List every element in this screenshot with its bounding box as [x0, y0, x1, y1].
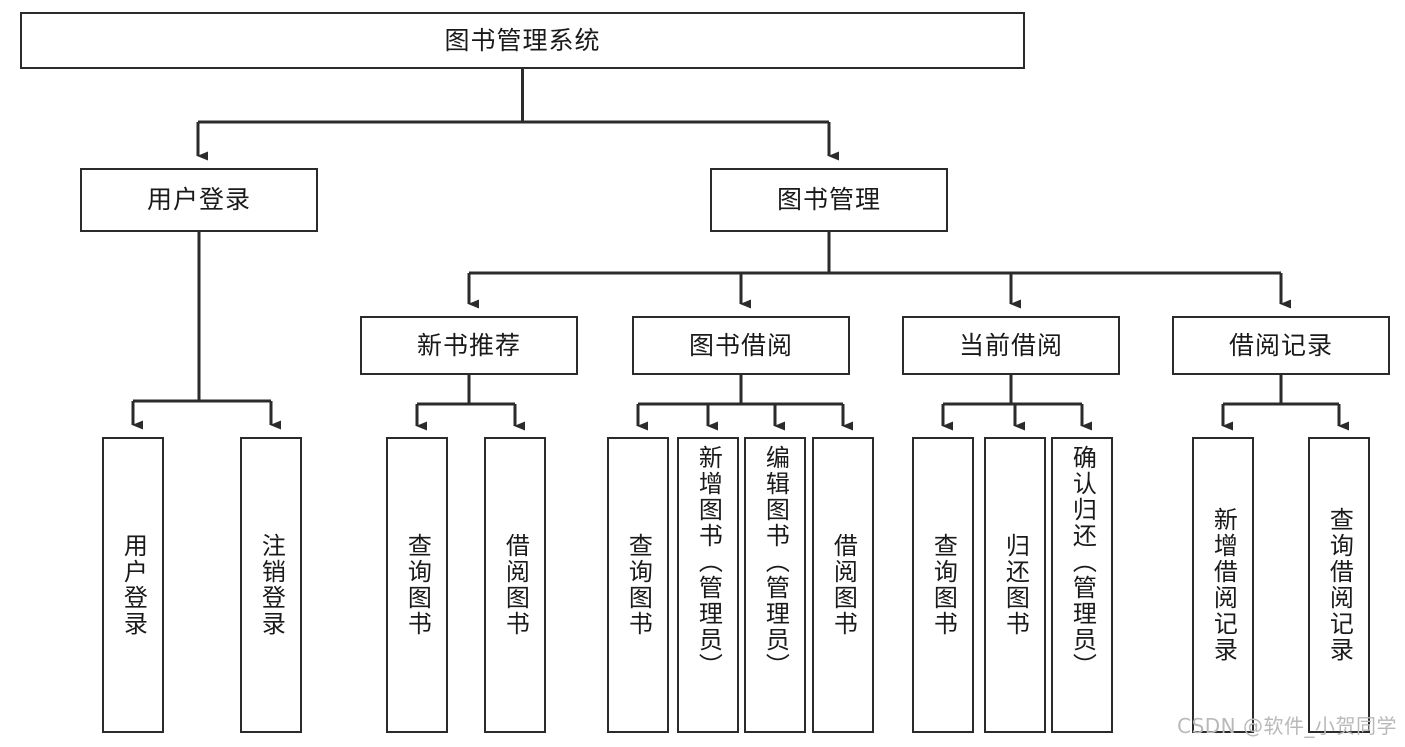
node-leaf-confirm-return[interactable]: 确认归还（管理员）	[1051, 437, 1113, 733]
node-current-borrow-label: 当前借阅	[958, 330, 1063, 360]
leaf-text-wrap: 借阅图书	[486, 439, 544, 731]
node-leaf-confirm-return-label: 确认归还（管理员）	[1068, 445, 1097, 679]
node-leaf-borrow-book-1[interactable]: 借阅图书	[484, 437, 546, 733]
leaf-text-wrap: 编辑图书（管理员）	[746, 439, 804, 731]
leaf-text-wrap: 注销登录	[242, 439, 300, 731]
node-leaf-add-book[interactable]: 新增图书（管理员）	[677, 437, 739, 733]
node-new-book-recommend[interactable]: 新书推荐	[360, 316, 578, 375]
node-leaf-query-book-1-label: 查询图书	[403, 533, 432, 637]
node-user-login-label: 用户登录	[146, 185, 251, 215]
node-leaf-query-record[interactable]: 查询借阅记录	[1308, 437, 1370, 733]
node-leaf-logout-login-label: 注销登录	[257, 533, 286, 637]
node-leaf-query-book-3-label: 查询图书	[929, 533, 958, 637]
node-root-label: 图书管理系统	[444, 25, 601, 55]
leaf-text-wrap: 确认归还（管理员）	[1053, 439, 1111, 731]
node-book-borrow[interactable]: 图书借阅	[632, 316, 850, 375]
leaf-text-wrap: 查询借阅记录	[1310, 439, 1368, 731]
node-borrow-record[interactable]: 借阅记录	[1172, 316, 1390, 375]
leaf-text-wrap: 借阅图书	[814, 439, 872, 731]
node-new-book-recommend-label: 新书推荐	[416, 330, 521, 360]
node-leaf-user-login[interactable]: 用户登录	[102, 437, 164, 733]
node-leaf-query-book-2[interactable]: 查询图书	[607, 437, 669, 733]
node-borrow-record-label: 借阅记录	[1228, 330, 1333, 360]
node-leaf-user-login-label: 用户登录	[119, 533, 148, 637]
node-book-borrow-label: 图书借阅	[688, 330, 793, 360]
node-leaf-add-book-label: 新增图书（管理员）	[694, 445, 723, 679]
node-leaf-return-book-label: 归还图书	[1001, 533, 1030, 637]
node-leaf-query-book-3[interactable]: 查询图书	[912, 437, 974, 733]
leaf-text-wrap: 用户登录	[104, 439, 162, 731]
node-leaf-return-book[interactable]: 归还图书	[984, 437, 1046, 733]
leaf-text-wrap: 查询图书	[609, 439, 667, 731]
node-leaf-query-book-2-label: 查询图书	[624, 533, 653, 637]
leaf-text-wrap: 归还图书	[986, 439, 1044, 731]
node-book-manage[interactable]: 图书管理	[710, 168, 948, 232]
node-leaf-edit-book-label: 编辑图书（管理员）	[761, 445, 790, 679]
node-leaf-add-record[interactable]: 新增借阅记录	[1192, 437, 1254, 733]
node-user-login[interactable]: 用户登录	[80, 168, 318, 232]
leaf-text-wrap: 新增借阅记录	[1194, 439, 1252, 731]
node-leaf-query-book-1[interactable]: 查询图书	[386, 437, 448, 733]
node-leaf-edit-book[interactable]: 编辑图书（管理员）	[744, 437, 806, 733]
node-book-manage-label: 图书管理	[776, 185, 881, 215]
node-current-borrow[interactable]: 当前借阅	[902, 316, 1120, 375]
node-leaf-add-record-label: 新增借阅记录	[1209, 507, 1238, 663]
watermark-credit: CSDN @软件_小贺同学	[1177, 714, 1397, 738]
leaf-text-wrap: 新增图书（管理员）	[679, 439, 737, 731]
node-leaf-logout-login[interactable]: 注销登录	[240, 437, 302, 733]
node-root[interactable]: 图书管理系统	[20, 12, 1025, 69]
node-leaf-borrow-book-1-label: 借阅图书	[501, 533, 530, 637]
leaf-text-wrap: 查询图书	[914, 439, 972, 731]
node-leaf-query-record-label: 查询借阅记录	[1325, 507, 1354, 663]
leaf-text-wrap: 查询图书	[388, 439, 446, 731]
node-leaf-borrow-book-2-label: 借阅图书	[829, 533, 858, 637]
node-leaf-borrow-book-2[interactable]: 借阅图书	[812, 437, 874, 733]
